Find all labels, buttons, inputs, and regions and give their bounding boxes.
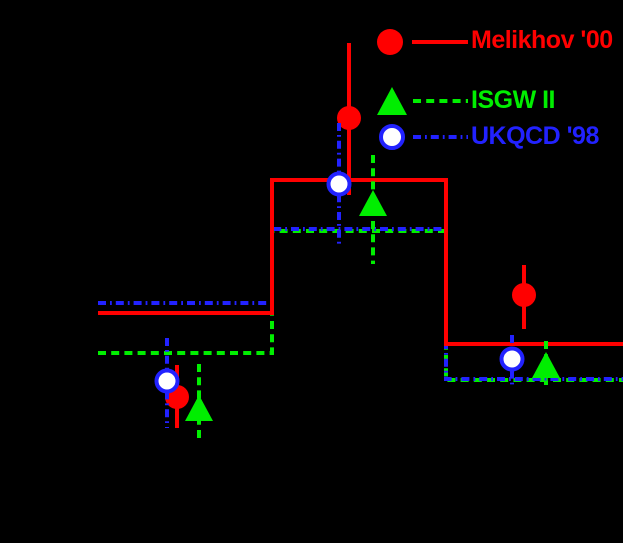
marker-open-circle-ukqcd-98-3 xyxy=(499,346,525,372)
legend-label-ukqcd: UKQCD '98 xyxy=(471,122,599,150)
marker-circle-melikhov-00-2 xyxy=(337,106,361,130)
data-points-isgw2 xyxy=(185,155,560,441)
legend-label-melikhov: Melikhov '00 xyxy=(471,26,613,54)
legend-markers xyxy=(377,29,468,150)
legend-label-isgw2: ISGW II xyxy=(471,86,556,114)
step-curve-isgw2 xyxy=(98,229,623,382)
marker-circle-melikhov-00-3 xyxy=(512,283,536,307)
data-points-ukqcd xyxy=(154,123,525,428)
marker-open-circle-ukqcd-98-2 xyxy=(326,171,352,197)
step-curve-ukqcd xyxy=(98,227,623,381)
step-line-melikhov-00 xyxy=(98,178,623,346)
legend-marker-ukqcd xyxy=(379,124,405,150)
marker-open-circle-ukqcd-98-1 xyxy=(154,368,180,394)
step-line-isgw-ii xyxy=(98,229,623,382)
step-curve-melikhov xyxy=(98,178,623,346)
marker-triangle-isgw-ii-3 xyxy=(532,352,560,378)
marker-triangle-isgw-ii-2 xyxy=(359,190,387,216)
step-line-ukqcd-98 xyxy=(98,227,623,381)
legend-marker-isgw2 xyxy=(377,87,407,115)
marker-triangle-isgw-ii-1 xyxy=(185,395,213,421)
legend-marker-melikhov xyxy=(377,29,403,55)
